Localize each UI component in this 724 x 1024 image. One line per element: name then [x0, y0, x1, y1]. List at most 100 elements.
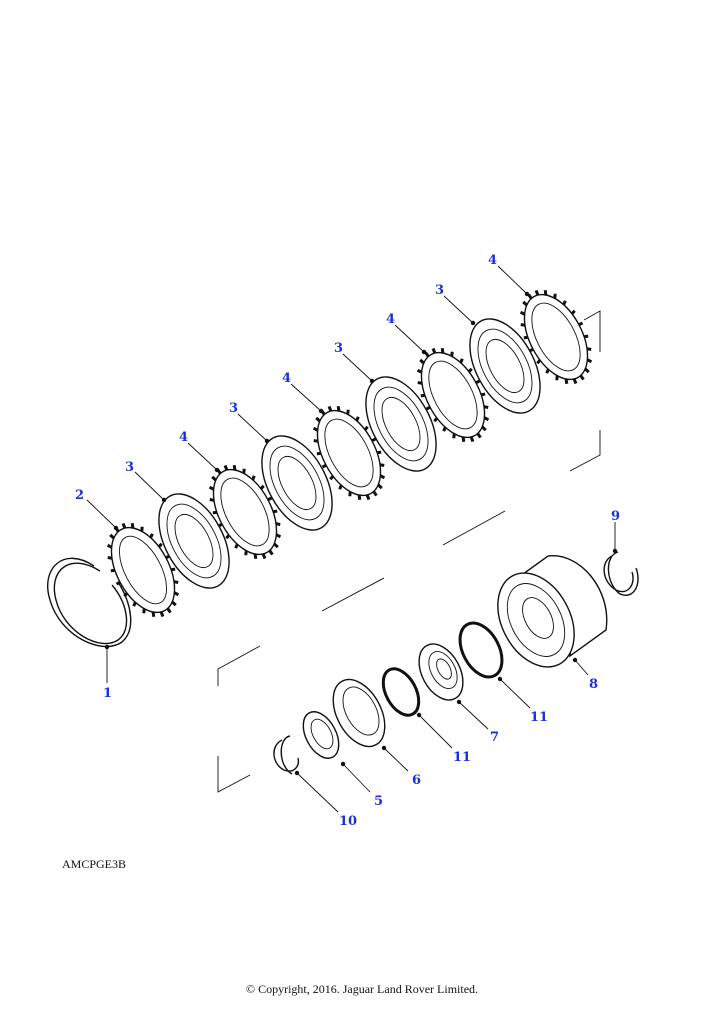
plate-tooth: [365, 494, 371, 501]
plate-tooth: [527, 293, 533, 300]
plate-tooth: [523, 335, 529, 340]
callout-4b: 4: [282, 371, 291, 386]
plate-tooth: [433, 417, 439, 423]
callout-3b: 3: [229, 401, 238, 416]
plate-tooth: [329, 475, 335, 481]
plate-tooth: [480, 392, 486, 397]
plate-tooth: [416, 368, 423, 374]
plate-tooth: [431, 347, 437, 354]
plate-tooth: [534, 289, 540, 296]
plate-tooth: [173, 591, 180, 597]
plate-tooth: [132, 601, 137, 607]
plate-tooth: [121, 522, 127, 529]
callout-6: 6: [412, 773, 421, 788]
plate-tooth: [586, 347, 592, 351]
plate-tooth: [564, 378, 569, 385]
plate-tooth: [536, 359, 542, 365]
callout-3a: 3: [125, 460, 134, 475]
plate-tooth: [419, 358, 425, 365]
callout-11a: 11: [453, 750, 471, 765]
callout-3d: 3: [435, 283, 444, 298]
plate-tooth: [483, 405, 489, 409]
plate-tooth: [572, 378, 578, 385]
plate-tooth: [321, 463, 327, 469]
plate-tooth: [225, 534, 231, 540]
plate-tooth: [315, 416, 321, 423]
part-8-clutch-hub: [497, 555, 608, 668]
plate-tooth: [242, 468, 246, 474]
plate-tooth: [417, 381, 423, 385]
plate-tooth: [106, 543, 113, 549]
callout-4d: 4: [488, 253, 497, 268]
plate-teeth: [106, 289, 593, 618]
part-11-seal-upper: [458, 621, 504, 679]
plate-tooth: [217, 522, 223, 528]
part-7-piston: [418, 643, 464, 701]
part-3-steel-plate-b: [261, 435, 333, 531]
plate-tooth: [528, 347, 534, 353]
plate-tooth: [173, 580, 179, 584]
plate-tooth: [376, 450, 382, 455]
plate-tooth: [159, 611, 165, 618]
callout-10: 10: [339, 814, 357, 829]
plate-tooth: [272, 509, 278, 514]
plate-tooth: [584, 367, 590, 374]
plate-tooth: [450, 351, 454, 357]
plate-tooth: [483, 416, 490, 422]
plate-tooth: [336, 405, 341, 412]
plate-tooth: [115, 580, 121, 586]
part-11-seal-lower: [381, 667, 421, 717]
plate-tooth: [357, 494, 362, 501]
part-9-snap-ring: [603, 551, 639, 596]
plate-tooth: [467, 367, 473, 373]
part-3-steel-plate-a: [158, 493, 230, 589]
plate-tooth: [267, 496, 273, 502]
plate-tooth: [579, 374, 585, 381]
plate-tooth: [440, 347, 445, 354]
part-3-steel-plate-d: [469, 318, 541, 414]
plate-tooth: [251, 475, 256, 481]
plate-tooth: [208, 485, 215, 491]
callout-4a: 4: [179, 430, 188, 445]
plate-tooth: [543, 289, 548, 296]
assembly-frame-lines: [217, 310, 601, 793]
plate-tooth: [425, 405, 431, 411]
plate-tooth: [275, 522, 281, 526]
plate-tooth: [166, 607, 172, 614]
plate-tooth: [130, 522, 135, 529]
plate-tooth: [107, 556, 113, 560]
plate-tooth: [170, 567, 176, 572]
plate-tooth: [545, 368, 550, 374]
plate-tooth: [379, 474, 386, 480]
callout-1: 1: [103, 686, 112, 701]
plate-tooth: [142, 608, 146, 614]
plate-tooth: [371, 437, 377, 443]
callout-9: 9: [611, 509, 620, 524]
copyright-notice: © Copyright, 2016. Jaguar Land Rover Lim…: [245, 982, 479, 996]
plate-tooth: [338, 484, 343, 490]
callout-5: 5: [374, 794, 383, 809]
plate-tooth: [157, 542, 163, 548]
plate-tooth: [377, 483, 383, 490]
callout-7: 7: [490, 730, 499, 745]
plate-tooth: [232, 464, 237, 471]
leader-lines: [86, 265, 618, 813]
plate-tooth: [578, 321, 584, 327]
plate-tooth: [570, 309, 576, 315]
plate-tooth: [253, 553, 258, 560]
plate-tooth: [372, 490, 378, 497]
plate-tooth: [555, 375, 559, 381]
plate-tooth: [268, 549, 274, 556]
plate-tooth: [261, 553, 267, 560]
plate-tooth: [149, 533, 154, 539]
part-10-circlip: [273, 735, 300, 775]
plate-tooth: [424, 351, 430, 358]
plate-tooth: [459, 358, 464, 364]
callout-3c: 3: [334, 341, 343, 356]
plate-tooth: [140, 526, 144, 532]
plate-tooth: [476, 432, 482, 439]
plate-tooth: [109, 533, 115, 540]
diagram-reference-code: AMCPGE3B: [62, 857, 127, 871]
plate-tooth: [355, 416, 360, 422]
